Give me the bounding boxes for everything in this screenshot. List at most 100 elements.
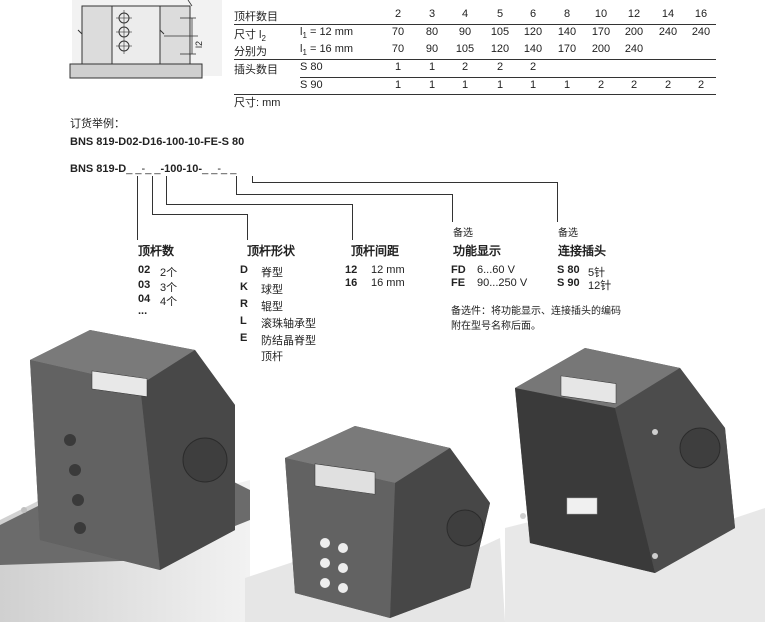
column-title-pin-count: 顶杆数 xyxy=(138,244,175,258)
note-line: 附在型号名称后面。 xyxy=(451,321,541,332)
header-value: 16 xyxy=(694,8,708,20)
cell: 140 xyxy=(523,43,543,55)
item-desc: 脊型 xyxy=(261,267,283,279)
cell: 1 xyxy=(428,61,436,73)
cell: 2 xyxy=(630,79,638,91)
column-title-function-display: 功能显示 xyxy=(453,244,502,258)
header-value: 8 xyxy=(563,8,571,20)
note-line: 备选件：将功能显示、连接插头的编码 xyxy=(451,306,621,317)
leader-line xyxy=(452,194,453,222)
spec-row-l1-12: 尺寸 l2 l1 = 12 mm 70 80 90 105 120 140 17… xyxy=(234,25,716,44)
header-value: 4 xyxy=(461,8,469,20)
item-code: D xyxy=(240,264,248,276)
column-title-pin-spacing: 顶杆间距 xyxy=(351,244,400,258)
spec-row-l1-16: 分别为 l1 = 16 mm 70 90 105 120 140 170 200… xyxy=(234,42,716,58)
cell: 200 xyxy=(624,26,644,38)
column-optional-label: 备选 xyxy=(453,228,473,239)
cell: 90 xyxy=(425,43,439,55)
row-param: S 80 xyxy=(300,61,323,73)
table-rule xyxy=(300,77,716,78)
item-desc: 90...250 V xyxy=(477,277,528,289)
cell: 2 xyxy=(664,79,672,91)
cell: 2 xyxy=(529,61,537,73)
leader-line xyxy=(166,176,167,204)
cell: 170 xyxy=(591,26,611,38)
column-title-connector: 连接插头 xyxy=(558,244,607,258)
item-code: 03 xyxy=(138,279,151,291)
leader-line xyxy=(236,176,237,194)
item-code: 04 xyxy=(138,293,151,305)
cell: 90 xyxy=(458,26,472,38)
table-rule xyxy=(234,94,716,95)
item-code: K xyxy=(240,281,248,293)
row-label: 尺寸 l2 xyxy=(234,29,266,44)
column-title-pin-shape: 顶杆形状 xyxy=(247,244,296,258)
leader-line xyxy=(557,182,558,222)
header-value: 2 xyxy=(394,8,402,20)
item-desc: 16 mm xyxy=(371,277,405,289)
product-photo-large xyxy=(0,330,250,622)
dimension-drawing xyxy=(69,0,222,79)
cell: 200 xyxy=(591,43,611,55)
cell: 80 xyxy=(425,26,439,38)
cell: 1 xyxy=(461,79,469,91)
row-param: S 90 xyxy=(300,79,323,91)
leader-line xyxy=(252,182,557,183)
cell: 105 xyxy=(455,43,475,55)
cell: 2 xyxy=(597,79,605,91)
item-desc: 辊型 xyxy=(261,301,283,313)
cell: 170 xyxy=(557,43,577,55)
cell: 120 xyxy=(490,43,510,55)
cell: 70 xyxy=(391,26,405,38)
header-value: 3 xyxy=(428,8,436,20)
order-example-label: 订货举例： xyxy=(70,118,125,130)
item-desc: 顶杆 xyxy=(261,351,283,363)
row-label: 插头数目 xyxy=(234,64,278,76)
row-param: l1 = 16 mm xyxy=(300,43,354,58)
item-code: S 90 xyxy=(557,277,580,289)
item-code: FE xyxy=(451,277,466,289)
cell: 1 xyxy=(394,61,402,73)
leader-line xyxy=(236,194,452,195)
cell: 120 xyxy=(523,26,543,38)
leader-line xyxy=(137,176,138,240)
order-example-code: BNS 819-D02-D16-100-10-FE-S 80 xyxy=(70,136,245,148)
cell: 70 xyxy=(391,43,405,55)
header-value: 10 xyxy=(594,8,608,20)
row-label: 分别为 xyxy=(234,46,267,58)
item-desc: 3个 xyxy=(160,282,178,294)
table-rule xyxy=(234,59,716,60)
item-code: FD xyxy=(451,264,466,276)
leader-line xyxy=(247,214,248,240)
product-photo-small xyxy=(245,426,505,622)
item-desc: 5针 xyxy=(588,267,606,279)
spec-row-s80: 插头数目 S 80 1 1 2 2 2 xyxy=(234,60,716,76)
order-pattern: BNS 819-D_ _-_ _-100-10-_ _-_ _ xyxy=(70,163,237,175)
item-desc: 2个 xyxy=(160,267,178,279)
drawing-dim-label: l2 xyxy=(194,40,205,49)
cell: 1 xyxy=(529,79,537,91)
cell: 140 xyxy=(557,26,577,38)
leader-line xyxy=(152,176,153,214)
cell: 1 xyxy=(496,79,504,91)
cell: 2 xyxy=(697,79,705,91)
leader-line xyxy=(352,204,353,240)
option-note: 备选件：将功能显示、连接插头的编码 附在型号名称后面。 xyxy=(451,304,621,334)
cell: 1 xyxy=(394,79,402,91)
item-desc: 防结晶脊型 xyxy=(261,335,316,347)
header-value: 12 xyxy=(627,8,641,20)
item-code: 16 xyxy=(345,277,358,289)
header-value: 14 xyxy=(661,8,675,20)
leader-line xyxy=(166,204,352,205)
item-desc: 12针 xyxy=(588,280,612,292)
item-code: ... xyxy=(138,305,148,317)
cell: 2 xyxy=(496,61,504,73)
header-value: 6 xyxy=(529,8,537,20)
product-photo-right xyxy=(505,348,765,622)
header-label: 顶杆数目 xyxy=(234,11,278,23)
item-code: E xyxy=(240,332,248,344)
row-param: l1 = 12 mm xyxy=(300,26,354,41)
header-value: 5 xyxy=(496,8,504,20)
item-code: S 80 xyxy=(557,264,580,276)
spec-header-row: 顶杆数目 2 3 4 5 6 8 10 12 14 16 xyxy=(234,7,716,23)
